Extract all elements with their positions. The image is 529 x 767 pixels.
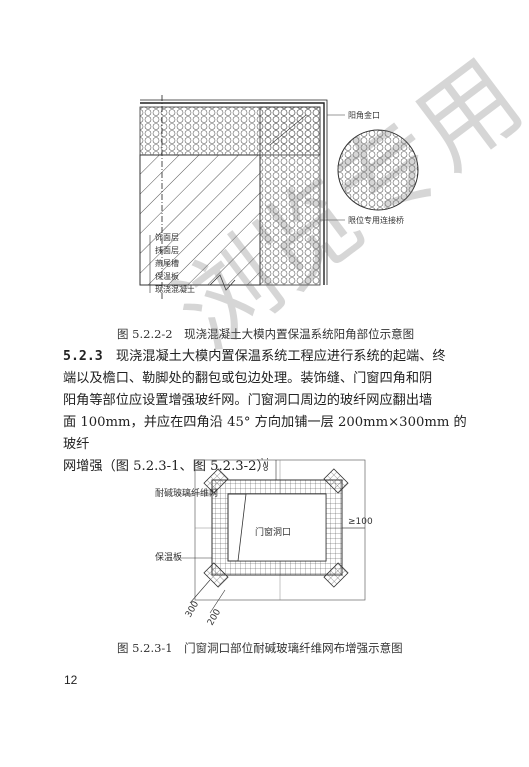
- label-dovetail: 燕尾槽: [155, 258, 179, 268]
- section-number: 5.2.3: [63, 349, 103, 364]
- section-line-2: 端以及檐口、勒脚处的翻包或包边处理。装饰缝、门窗四角和阴: [63, 371, 433, 386]
- label-board: 保温板: [155, 551, 182, 563]
- page-number: 12: [64, 673, 78, 687]
- figure-5-2-3-1-drawing: 耐碱玻璃纤维网 保温板 门窗洞口 ≥100 ≥100 300 200: [155, 458, 373, 628]
- dim-200: 200: [206, 607, 223, 627]
- section-line-5: 网增强（图 5.2.3-1、图 5.2.3-2）。: [63, 459, 277, 474]
- callout-yangjiao: 阳角金口: [348, 110, 380, 120]
- label-plaster: 抹面层: [155, 245, 179, 255]
- section-line-3: 阳角等部位应设置增强玻纤网。门窗洞口周边的玻纤网应翻出墙: [63, 393, 433, 408]
- figure-2-caption: 图 5.2.3-1 门窗洞口部位耐碱玻璃纤维网布增强示意图: [117, 641, 403, 655]
- section-line-1: 现浇混凝土大模内置保温系统工程应进行系统的起端、终: [102, 349, 446, 364]
- label-opening: 门窗洞口: [255, 526, 291, 538]
- dim-right: ≥100: [348, 517, 373, 527]
- callout-connector: 限位专用连接桥: [348, 215, 404, 225]
- label-finish: 饰面层: [155, 232, 179, 242]
- dim-top: ≥100: [261, 458, 271, 468]
- label-concrete: 现浇混凝土: [155, 284, 195, 294]
- label-mesh: 耐碱玻璃纤维网: [155, 487, 218, 499]
- dim-300: 300: [184, 599, 201, 619]
- label-board: 保温板: [155, 271, 179, 281]
- figure-1-caption: 图 5.2.2-2 现浇混凝土大模内置保温系统阳角部位示意图: [117, 327, 415, 341]
- section-5-2-3-text: 5.2.3 现浇混凝土大模内置保温系统工程应进行系统的起端、终 端以及檐口、勒脚…: [63, 346, 473, 478]
- section-line-4: 面 100mm，并应在四角沿 45° 方向加铺一层 200mm×300mm 的玻…: [63, 415, 467, 452]
- figure-5-2-2-2-drawing: 阳角金口 限位专用连接桥 饰面层 抹面层 燕尾槽 保温板 现浇混凝土: [139, 95, 419, 300]
